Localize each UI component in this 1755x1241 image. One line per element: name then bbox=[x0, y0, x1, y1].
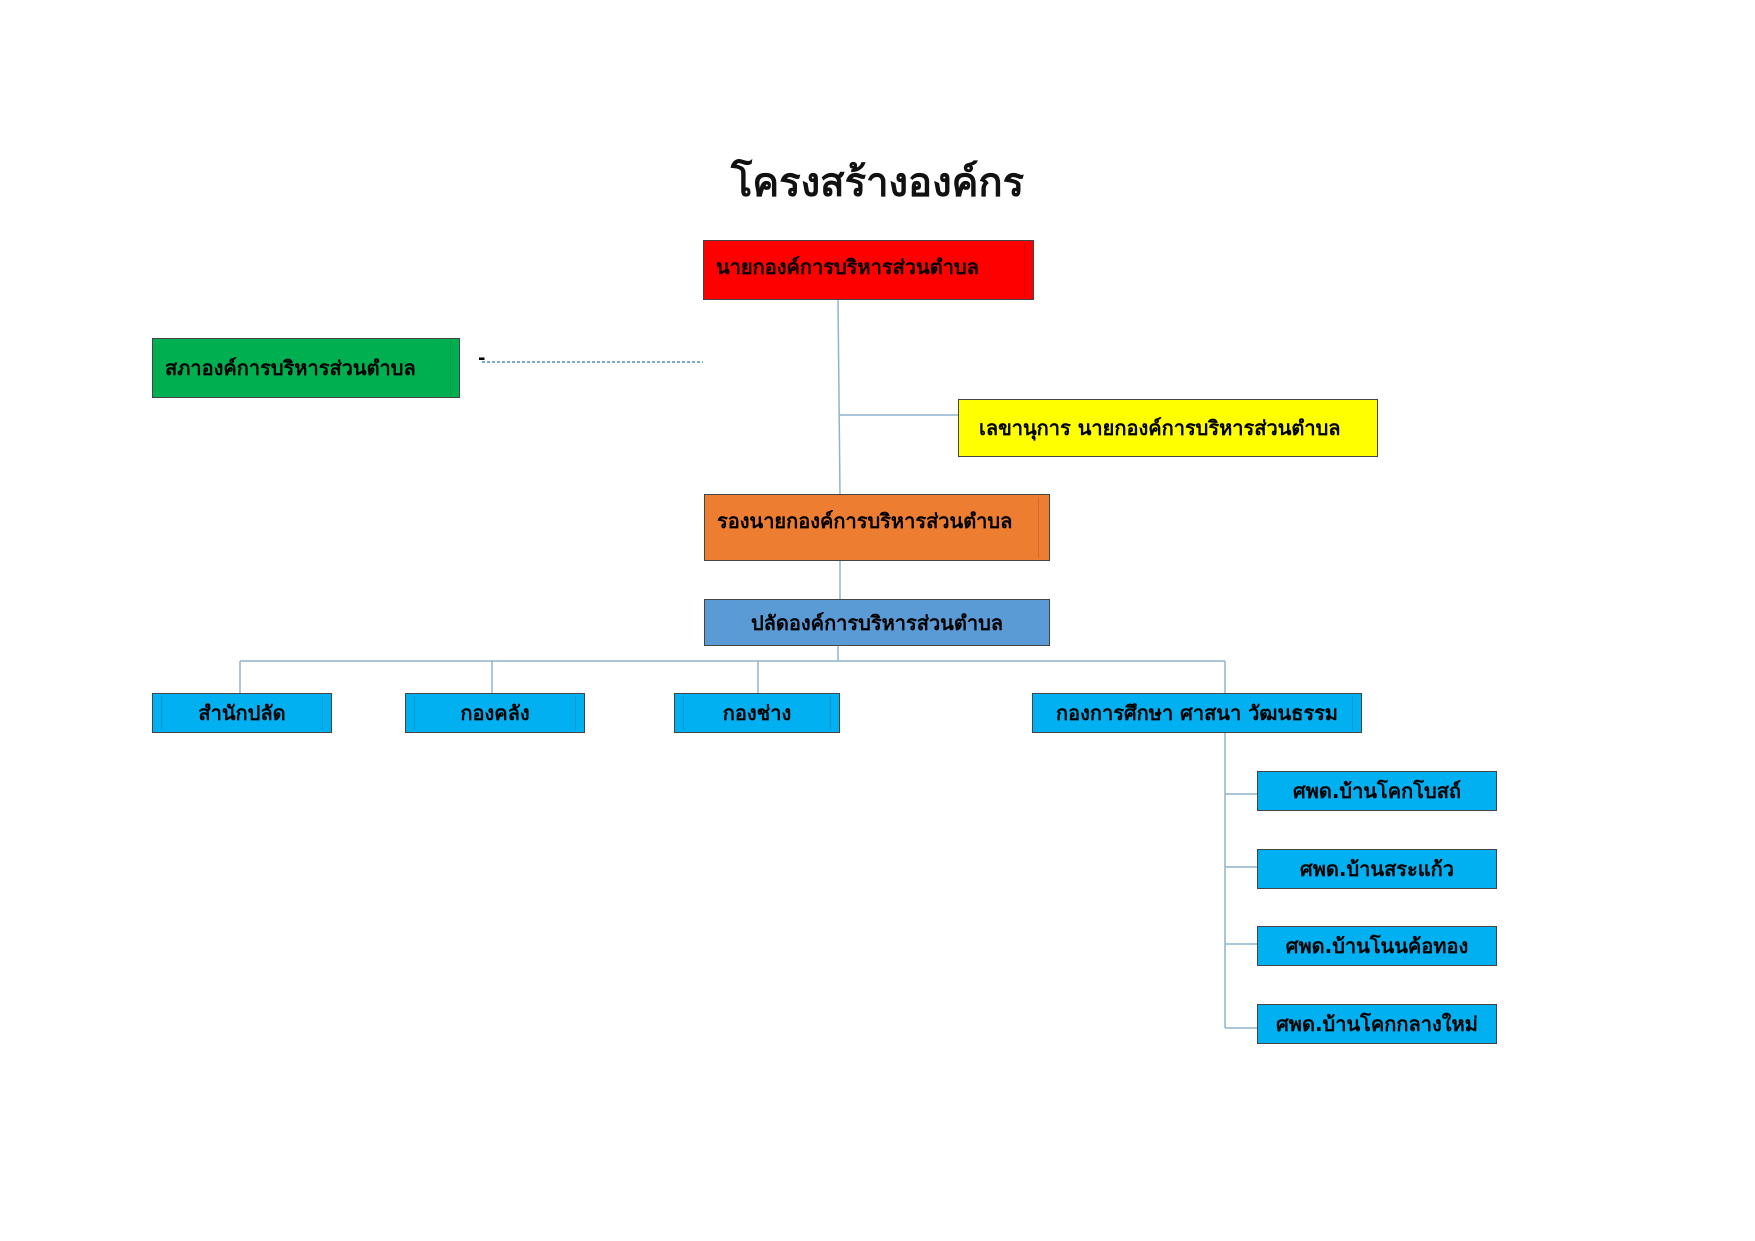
node-permanent-secretary-label: ปลัดองค์การบริหารส่วนตำบล bbox=[750, 610, 1004, 635]
node-childcare-center: ศพด.บ้านโนนค้อทอง bbox=[1257, 926, 1497, 966]
node-childcare-center-label: ศพด.บ้านโนนค้อทอง bbox=[1285, 934, 1469, 958]
node-secretary: เลขานุการ นายกองค์การบริหารส่วนตำบล bbox=[958, 399, 1378, 457]
node-department-label: กองการศึกษา ศาสนา วัฒนธรรม bbox=[1056, 701, 1338, 725]
page-title: โครงสร้างองค์กร bbox=[730, 160, 1025, 206]
node-permanent-secretary: ปลัดองค์การบริหารส่วนตำบล bbox=[704, 599, 1050, 646]
node-childcare-center: ศพด.บ้านสระแก้ว bbox=[1257, 849, 1497, 889]
node-department-label: กองช่าง bbox=[722, 701, 792, 725]
node-mayor: นายกองค์การบริหารส่วนตำบล bbox=[703, 240, 1034, 300]
node-department: สำนักปลัด bbox=[152, 693, 332, 733]
node-council: สภาองค์การบริหารส่วนตำบล bbox=[152, 338, 460, 398]
node-childcare-center-label: ศพด.บ้านโคกกลางใหม่ bbox=[1276, 1012, 1478, 1036]
node-deputy-mayor: รองนายกองค์การบริหารส่วนตำบล bbox=[704, 494, 1050, 561]
node-childcare-center-label: ศพด.บ้านโคกโบสถ์ bbox=[1292, 779, 1462, 803]
node-childcare-center: ศพด.บ้านโคกโบสถ์ bbox=[1257, 771, 1497, 811]
node-department-label: สำนักปลัด bbox=[198, 701, 286, 725]
node-department-label: กองคลัง bbox=[460, 701, 530, 725]
node-department: กองการศึกษา ศาสนา วัฒนธรรม bbox=[1032, 693, 1362, 733]
council-link-mark: - bbox=[478, 348, 486, 369]
connector-mayor-to-deputy bbox=[837, 299, 841, 496]
node-childcare-center: ศพด.บ้านโคกกลางใหม่ bbox=[1257, 1004, 1497, 1044]
node-council-label: สภาองค์การบริหารส่วนตำบล bbox=[165, 356, 416, 380]
node-department: กองคลัง bbox=[405, 693, 585, 733]
node-deputy-mayor-label: รองนายกองค์การบริหารส่วนตำบล bbox=[717, 509, 1013, 533]
node-childcare-center-label: ศพด.บ้านสระแก้ว bbox=[1300, 857, 1454, 881]
node-department: กองช่าง bbox=[674, 693, 840, 733]
node-mayor-label: นายกองค์การบริหารส่วนตำบล bbox=[716, 255, 979, 279]
node-secretary-label: เลขานุการ นายกองค์การบริหารส่วนตำบล bbox=[979, 416, 1341, 440]
